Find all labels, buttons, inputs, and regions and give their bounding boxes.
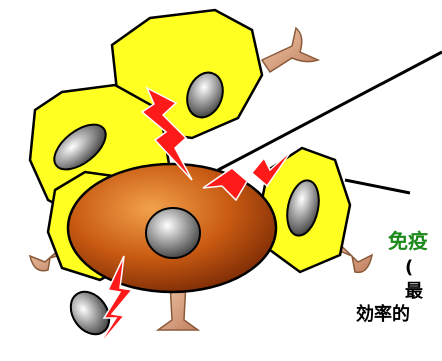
label-max-fragment: 最 — [405, 283, 423, 301]
label-efficient-fragment: 効率的 — [356, 306, 410, 324]
nucleus-center — [146, 208, 200, 258]
label-immune-fragment: 免疫 — [388, 231, 428, 251]
pointer-line-lower — [345, 180, 410, 193]
label-open-paren: ( — [405, 259, 413, 277]
stem-top-right — [262, 28, 318, 72]
